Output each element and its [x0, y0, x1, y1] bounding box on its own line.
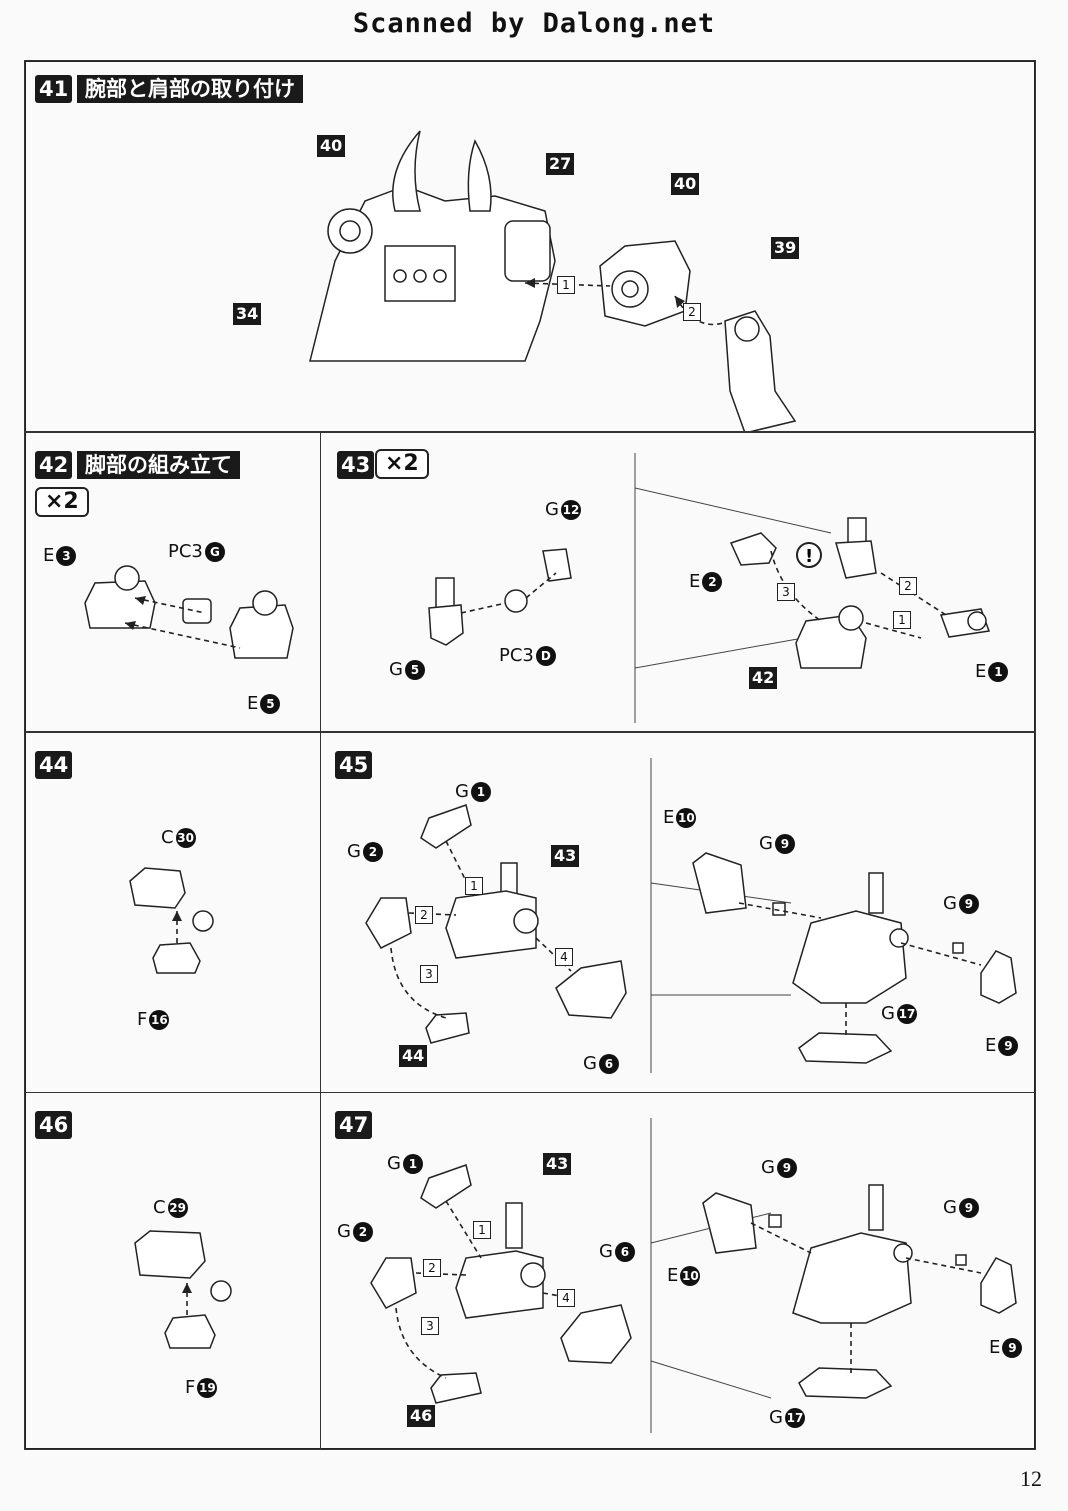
part-callout-34: 34	[233, 303, 262, 325]
part-callout-39: 39	[771, 237, 800, 259]
step-43-multiplier: ×2	[375, 449, 429, 479]
part-callout-40-right: 40	[671, 173, 700, 195]
part-callout-43: 43	[543, 1153, 572, 1175]
part-callout-43: 43	[551, 845, 580, 867]
step-44-illustration	[129, 867, 214, 974]
part-callout-44: 44	[399, 1045, 428, 1067]
svg-text:!: !	[805, 546, 813, 567]
step-42-number: 42	[35, 451, 73, 479]
part-callout-42: 42	[749, 667, 778, 689]
order-marker-1: 1	[473, 1221, 491, 1239]
step-47-illustration	[370, 1118, 1017, 1433]
step-42-title: 脚部の組み立て	[77, 451, 240, 479]
order-marker-2: 2	[415, 906, 433, 924]
order-marker-2: 2	[423, 1259, 441, 1277]
part-callout-27: 27	[546, 153, 575, 175]
order-marker-2: 2	[683, 303, 701, 321]
step-47-number: 47	[335, 1111, 373, 1139]
scan-credit: Scanned by Dalong.net	[352, 8, 716, 39]
step-46-illustration	[134, 1230, 232, 1349]
step-41-illustration	[309, 130, 797, 431]
step-41-panel: 41 腕部と肩部の取り付け 40 27 40 39 34 1 2	[24, 60, 1036, 432]
page-number: 12	[1020, 1466, 1042, 1491]
order-marker-3: 3	[777, 583, 795, 601]
step-45-illustration	[365, 758, 1017, 1073]
step-41-title: 腕部と肩部の取り付け	[77, 75, 303, 103]
part-callout-40-top: 40	[317, 135, 346, 157]
part-callout-46: 46	[407, 1405, 436, 1427]
order-marker-2: 2	[899, 577, 917, 595]
order-marker-3: 3	[421, 1317, 439, 1335]
step-42-illustration	[84, 565, 294, 659]
step-42-multiplier: ×2	[35, 487, 89, 517]
order-marker-1: 1	[557, 276, 575, 294]
step-44-number: 44	[35, 751, 73, 779]
step-41-number: 41	[35, 75, 73, 103]
step-45-number: 45	[335, 751, 373, 779]
order-marker-4: 4	[555, 948, 573, 966]
order-marker-1: 1	[893, 611, 911, 629]
step-43-illustration: !	[428, 453, 991, 723]
step-43-number: 43	[337, 451, 375, 479]
order-marker-3: 3	[420, 965, 438, 983]
order-marker-4: 4	[557, 1289, 575, 1307]
order-marker-1: 1	[465, 877, 483, 895]
step-46-number: 46	[35, 1111, 73, 1139]
